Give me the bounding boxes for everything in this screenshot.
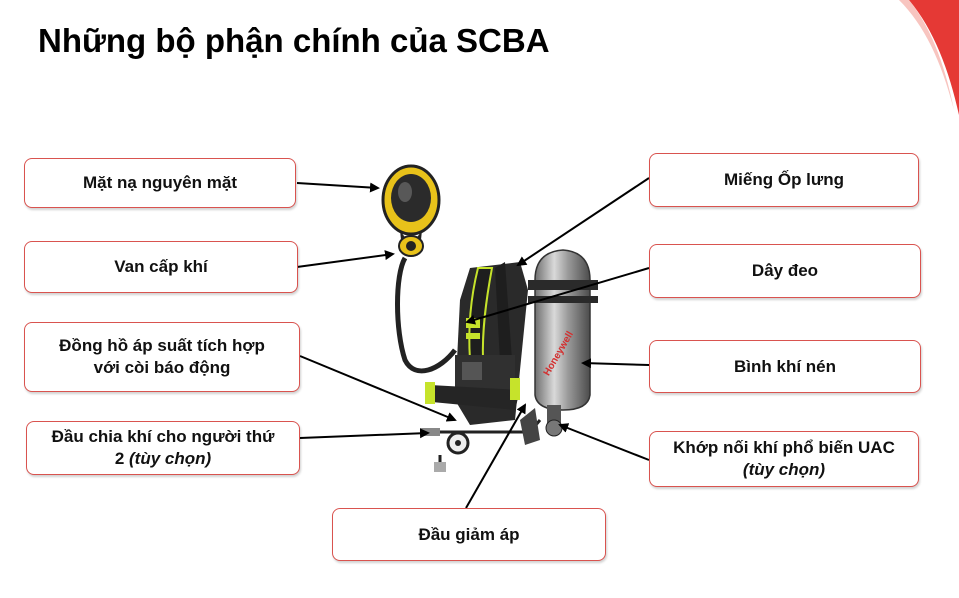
label-reducer-text: Đầu giảm áp xyxy=(418,524,520,544)
corner-decoration xyxy=(899,0,959,115)
label-harness: Dây đeo xyxy=(649,244,921,298)
label-second-user-line2: 2 (tùy chọn) xyxy=(115,448,211,470)
hose-illustration xyxy=(395,256,457,374)
page-title: Những bộ phận chính của SCBA xyxy=(38,22,550,59)
label-gauge-line1: Đồng hồ áp suất tích hợp xyxy=(59,336,265,355)
reducer-illustration xyxy=(420,408,542,472)
label-mask-text: Mặt nạ nguyên mặt xyxy=(83,173,237,192)
label-second-user: Đầu chia khí cho người thứ 2 (tùy chọn) xyxy=(26,421,300,475)
mask-illustration xyxy=(381,164,441,257)
label-second-user-line1: Đầu chia khí cho người thứ xyxy=(51,427,275,446)
label-second-user-optional: (tùy chọn) xyxy=(129,449,212,468)
label-gauge: Đồng hồ áp suất tích hợp với còi báo độn… xyxy=(24,322,300,392)
label-cylinder: Bình khí nén xyxy=(649,340,921,393)
harness-illustration xyxy=(425,262,528,425)
label-supply-valve-text: Van cấp khí xyxy=(114,257,208,276)
label-second-user-prefix: 2 xyxy=(114,449,130,468)
label-gauge-line2: với còi báo động xyxy=(93,358,231,377)
label-harness-text: Dây đeo xyxy=(751,261,819,280)
label-reducer: Đầu giảm áp xyxy=(332,508,606,561)
label-back-plate-text: Miếng Ốp lưng xyxy=(724,170,844,189)
label-back-plate: Miếng Ốp lưng xyxy=(649,153,919,207)
label-uac-optional: (tùy chọn) xyxy=(742,460,826,479)
label-uac-line1: Khớp nối khí phổ biến UAC xyxy=(673,438,895,457)
label-cylinder-text: Bình khí nén xyxy=(734,356,836,376)
label-mask: Mặt nạ nguyên mặt xyxy=(24,158,296,208)
cylinder-illustration: Honeywell xyxy=(528,249,598,437)
label-uac: Khớp nối khí phổ biến UAC (tùy chọn) xyxy=(649,431,919,487)
label-supply-valve: Van cấp khí xyxy=(24,241,298,293)
